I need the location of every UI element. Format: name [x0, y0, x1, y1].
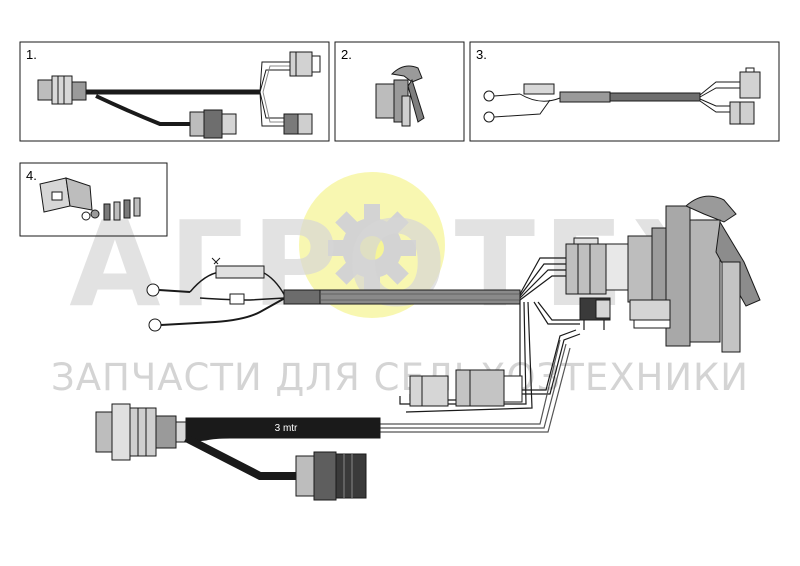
- panel-4: 4.: [19, 162, 168, 237]
- watermark-tagline: ЗАПЧАСТИ ДЛЯ СЕЛЬХОЗТЕХНИКИ: [51, 356, 749, 399]
- main-harness: 3 mtr: [95, 195, 761, 501]
- flat-plug-icon: [579, 297, 611, 330]
- round-connector-icon: [95, 403, 187, 461]
- ring-terminal-icon: [146, 283, 191, 297]
- flat-plug-icon: [739, 67, 761, 99]
- round-connector-icon: [295, 451, 367, 501]
- panel-3: 3.: [469, 41, 780, 142]
- panel-3-label: 3.: [476, 47, 487, 62]
- socket-bracket-icon: [375, 65, 425, 127]
- flat-plug-icon: [729, 101, 755, 125]
- flat-plug-icon: [283, 113, 313, 135]
- mounting-bracket-icon: [39, 177, 93, 213]
- panel-1: 1.: [19, 41, 330, 142]
- main-cable: [185, 417, 381, 443]
- cable-length-label: 3 mtr: [275, 423, 298, 434]
- socket-bracket-icon: [627, 195, 761, 353]
- multi-pin-plug-icon: [565, 237, 629, 295]
- bolts-icon: [81, 197, 141, 221]
- panel-4-label: 4.: [26, 168, 37, 183]
- flat-plug-icon: [455, 369, 523, 407]
- round-connector-icon: [37, 75, 87, 105]
- panel-2: 2.: [334, 41, 465, 142]
- fuse-holder-icon: [189, 257, 286, 297]
- watermark-gear-icon: [299, 172, 445, 318]
- ring-terminal-icon: [148, 297, 286, 332]
- round-connector-icon: [189, 109, 237, 139]
- braided-sleeve: [283, 289, 521, 305]
- flat-plug-icon: [409, 375, 449, 407]
- panel-2-label: 2.: [341, 47, 352, 62]
- panel-1-label: 1.: [26, 47, 37, 62]
- flat-plug-icon: [289, 51, 321, 77]
- fuse-holder-icon: [229, 293, 245, 305]
